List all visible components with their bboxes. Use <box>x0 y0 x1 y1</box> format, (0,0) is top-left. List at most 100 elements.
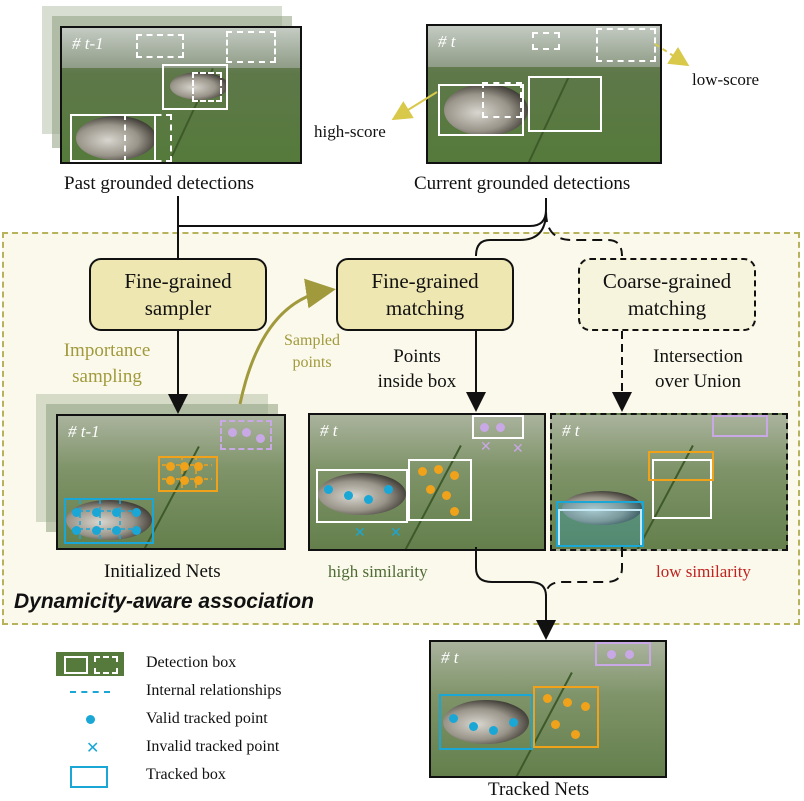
sampled-point <box>72 508 81 517</box>
sampled-point <box>112 526 121 535</box>
detection-box-icon <box>56 652 124 676</box>
points-inside-box-label: Points inside box <box>377 346 457 392</box>
valid-point <box>364 495 373 504</box>
high-score-label: high-score <box>314 122 386 141</box>
past-detections-caption: Past grounded detections <box>64 173 254 194</box>
detection-box <box>124 114 172 162</box>
tracked-nets-panel: # t <box>429 640 667 778</box>
valid-point <box>480 423 489 432</box>
tracked-box <box>595 642 651 666</box>
brace-to-coarse <box>545 211 623 257</box>
detection-box <box>438 84 524 136</box>
detection-box <box>482 82 522 118</box>
current-detections-caption: Current grounded detections <box>414 173 631 194</box>
cross-icon: ✕ <box>86 738 100 757</box>
init-frame-label: # t-1 <box>68 422 100 441</box>
current-frame: # t <box>426 24 662 164</box>
invalid-point: ✕ <box>354 525 366 541</box>
valid-point <box>449 714 458 723</box>
sampled-point <box>132 526 141 535</box>
low-score-label: low-score <box>692 70 760 89</box>
fine-merge <box>475 547 547 597</box>
initialized-nets-panel: # t-1 <box>56 414 286 550</box>
valid-point <box>344 491 353 500</box>
valid-point <box>469 722 478 731</box>
detection-box <box>226 31 276 63</box>
section-title: Dynamicity-aware association <box>14 590 314 613</box>
tracked-box <box>712 415 768 437</box>
sampled-point <box>228 428 237 437</box>
valid-point <box>509 718 518 727</box>
tracked-box <box>533 686 599 748</box>
dot-icon <box>86 715 95 724</box>
goose-image <box>444 84 528 136</box>
invalid-point: ✕ <box>480 439 492 455</box>
detection-box <box>162 64 228 110</box>
sampled-points-label: Sampled points <box>284 332 340 371</box>
invalid-point: ✕ <box>390 525 402 541</box>
coarse-merge <box>545 547 623 597</box>
tracked-box <box>648 451 714 481</box>
fine-grained-matching: Fine-grained matching <box>336 258 514 331</box>
legend-valid-point: Valid tracked point <box>56 708 356 734</box>
tracked-box <box>556 501 644 547</box>
goose-image <box>318 473 406 515</box>
detection-box <box>192 72 222 102</box>
sampled-point <box>242 428 251 437</box>
detection-box <box>532 32 560 50</box>
valid-point <box>450 471 459 480</box>
coarse-frame-label: # t <box>562 421 580 440</box>
fine-matching-panel: # t ✕ ✕ ✕ ✕ <box>308 413 546 551</box>
sampled-point <box>194 476 203 485</box>
low-similarity-label: low similarity <box>656 562 751 581</box>
valid-point <box>418 467 427 476</box>
high-score-arrow <box>391 91 438 121</box>
valid-point <box>324 485 333 494</box>
valid-point <box>426 485 435 494</box>
detection-box <box>408 459 472 521</box>
sampled-point <box>72 526 81 535</box>
detection-box <box>136 34 184 58</box>
valid-point <box>581 702 590 711</box>
fine-frame-label: # t <box>320 421 338 440</box>
detection-box <box>70 114 156 162</box>
iou-label: Intersection over Union <box>653 346 743 392</box>
tracked-box <box>439 694 533 750</box>
past-frame: # t-1 <box>60 26 302 164</box>
current-frame-label: # t <box>438 32 456 51</box>
sampled-point <box>92 526 101 535</box>
legend-internal-relationships: Internal relationships <box>56 680 356 706</box>
detection-box <box>220 420 272 450</box>
valid-point <box>571 730 580 739</box>
legend-tracked-box: Tracked box <box>56 764 356 790</box>
detection-box <box>472 415 524 439</box>
tracked-box <box>64 498 154 544</box>
legend-detection-box: Detection box <box>56 652 356 678</box>
fine-grained-sampler: Fine-grained sampler <box>89 258 267 331</box>
tracked-box <box>158 456 218 492</box>
low-score-arrow <box>654 43 690 67</box>
tracked-nets-caption: Tracked Nets <box>488 779 590 800</box>
high-similarity-label: high similarity <box>328 562 428 581</box>
past-frame-label: # t-1 <box>72 34 104 53</box>
valid-point <box>551 720 560 729</box>
importance-sampling-label: Importance sampling <box>63 340 151 387</box>
sampled-point <box>256 434 265 443</box>
tracked-box-icon <box>70 766 108 788</box>
valid-point <box>496 423 505 432</box>
initialized-nets-caption: Initialized Nets <box>104 561 221 582</box>
valid-point <box>434 465 443 474</box>
output-frame-label: # t <box>441 648 459 667</box>
detection-box <box>652 459 712 519</box>
goose-image <box>562 491 642 525</box>
valid-point <box>450 507 459 516</box>
coarse-matching-panel: # t <box>550 413 788 551</box>
valid-point <box>489 726 498 735</box>
sampled-point <box>180 476 189 485</box>
valid-point <box>543 694 552 703</box>
goose-image <box>170 72 228 100</box>
sampled-point <box>132 508 141 517</box>
valid-point <box>442 491 451 500</box>
sampled-point <box>166 462 175 471</box>
